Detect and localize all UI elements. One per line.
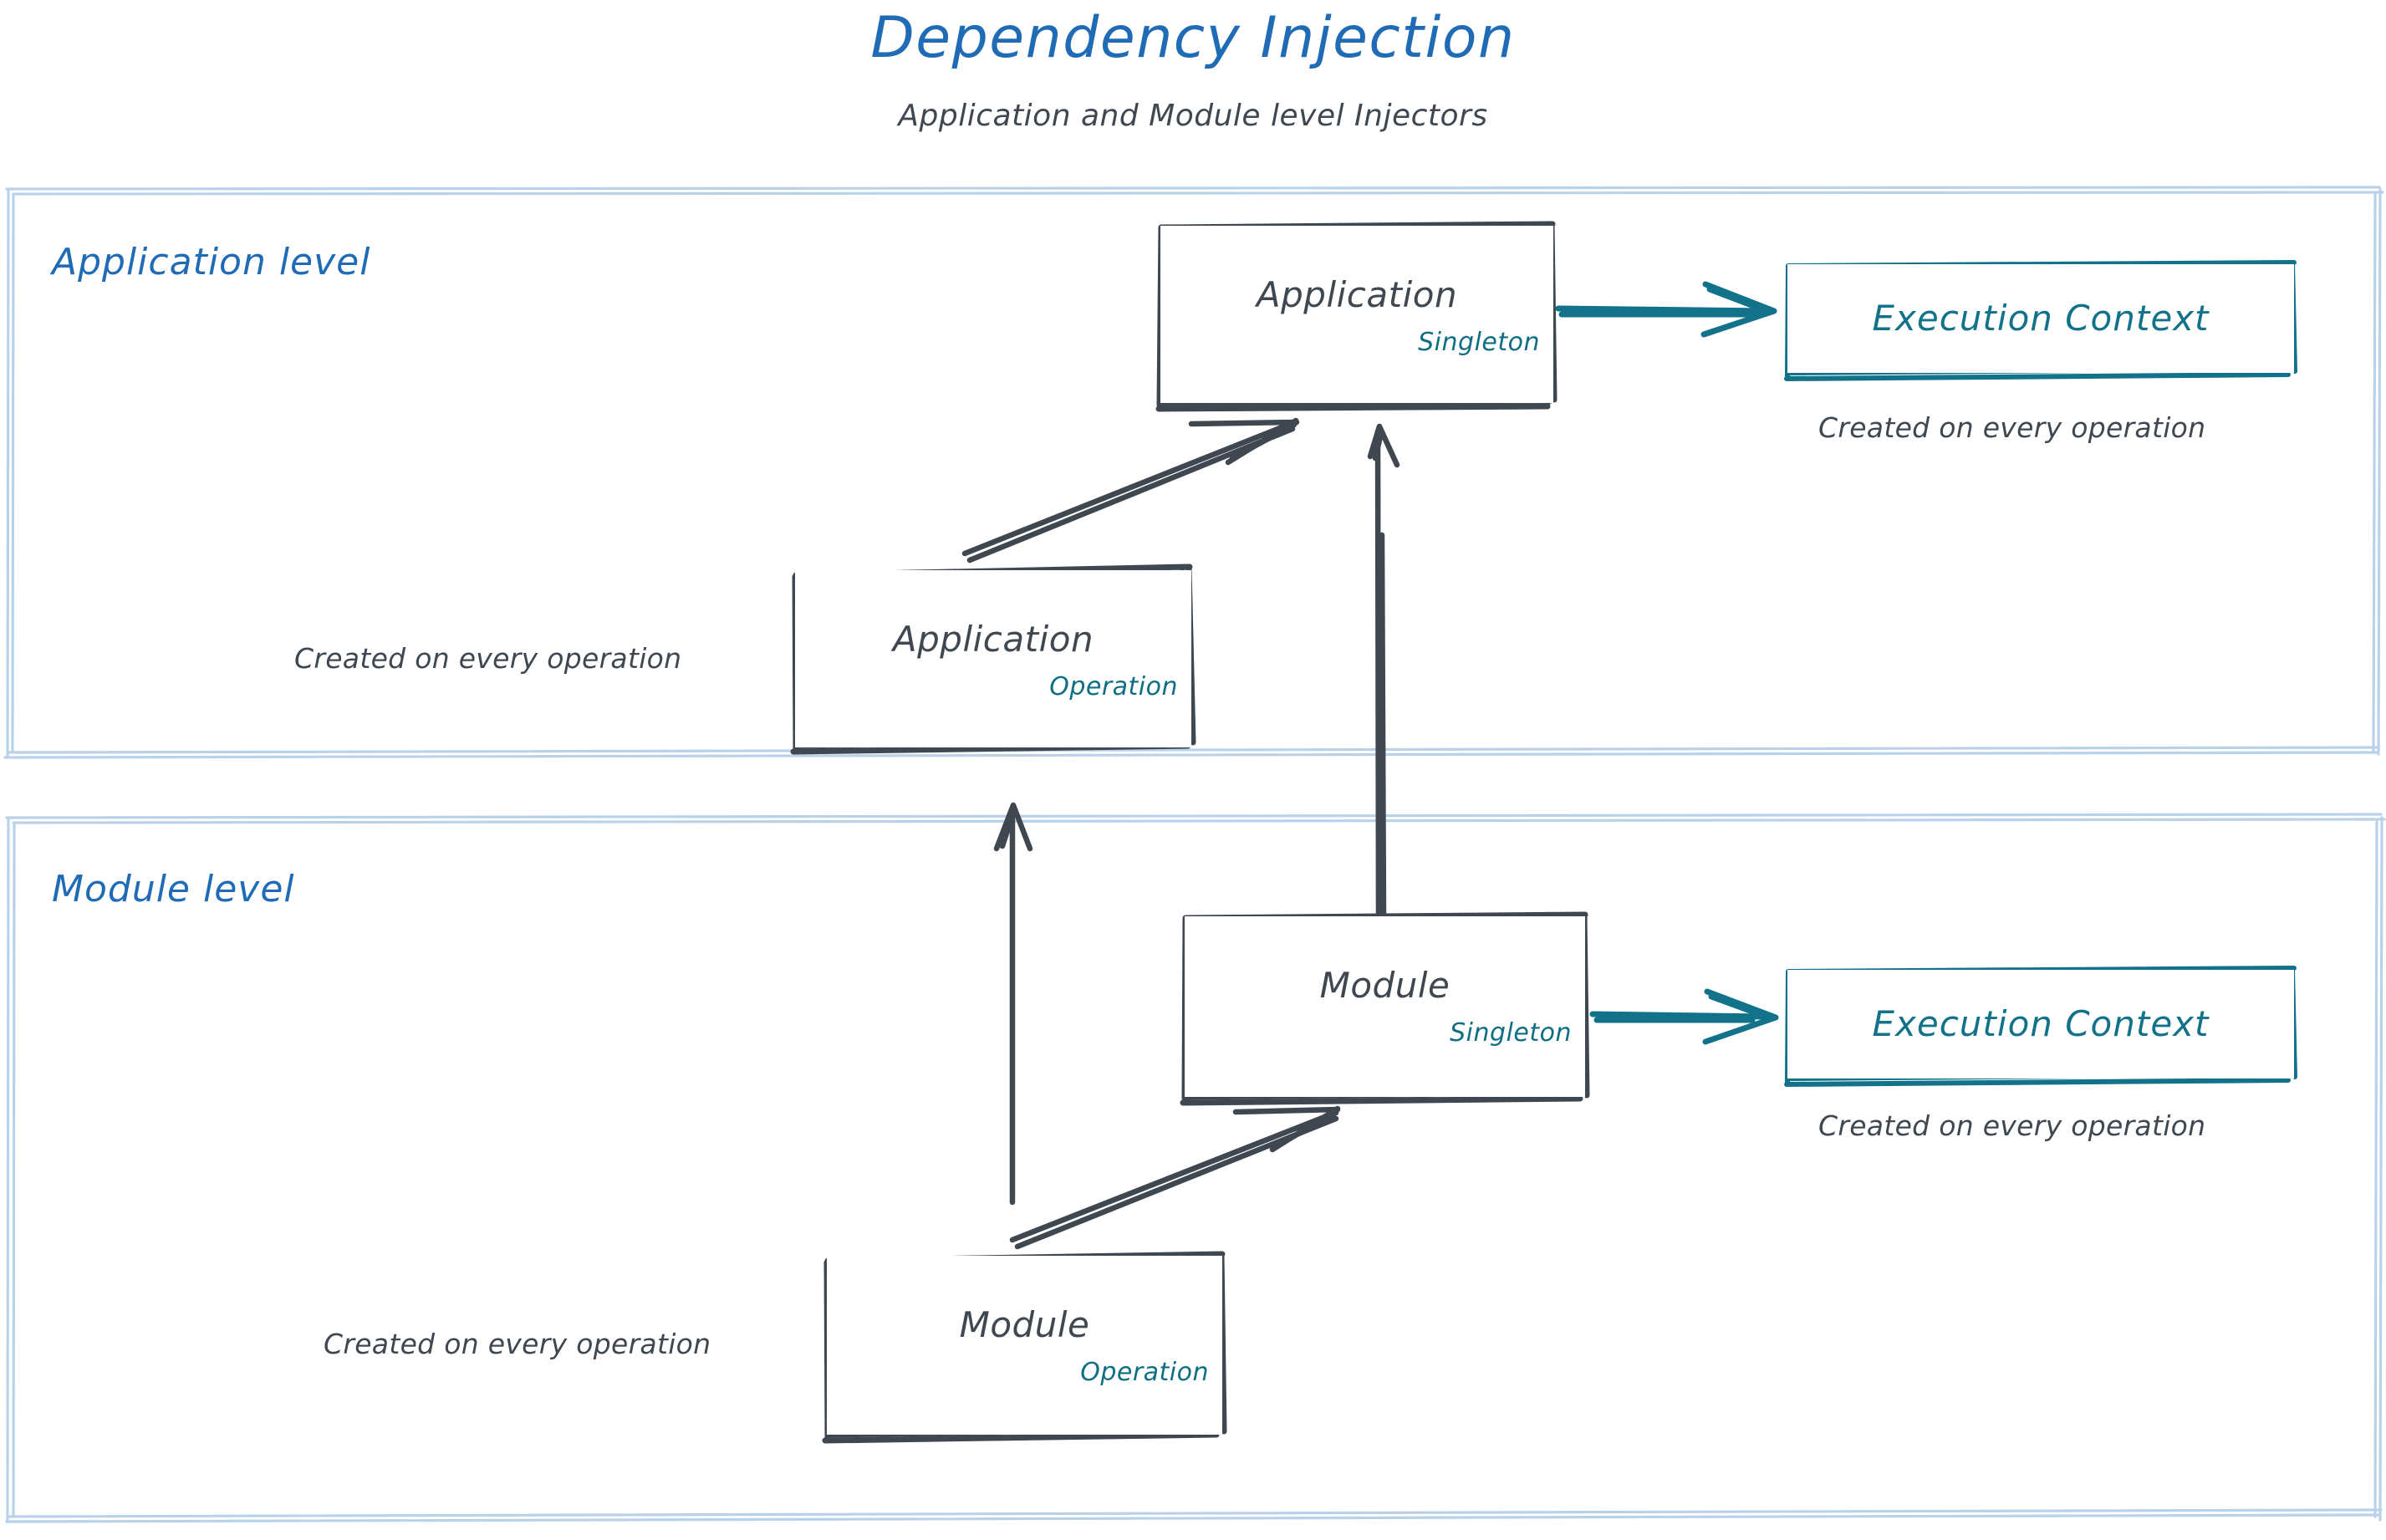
node-execution-context-module[interactable]: Execution Context xyxy=(1787,970,2294,1079)
note-application-operation: Created on every operation xyxy=(294,642,682,675)
note-execution-context-module: Created on every operation xyxy=(1818,1109,2206,1142)
note-module-operation: Created on every operation xyxy=(324,1328,711,1360)
note-execution-context-application: Created on every operation xyxy=(1818,411,2206,444)
arrow-app-singleton-to-execution-context xyxy=(1555,281,1777,338)
node-title-execution-context-application: Execution Context xyxy=(1872,298,2210,339)
lane-label-application-level: Application level xyxy=(52,241,371,283)
arrow-module-operation-to-module-singleton xyxy=(1009,1105,1341,1250)
node-execution-context-application[interactable]: Execution Context xyxy=(1787,264,2294,373)
node-scope-application-operation: Operation xyxy=(1049,672,1178,701)
arrow-module-operation-to-app-operation xyxy=(993,802,1033,1206)
node-title-module-operation: Module xyxy=(959,1304,1090,1345)
node-module-operation[interactable]: Module Operation xyxy=(827,1256,1222,1435)
arrow-module-singleton-to-execution-context xyxy=(1589,988,1779,1045)
page-title: Dependency Injection xyxy=(870,5,1516,71)
node-scope-module-operation: Operation xyxy=(1080,1358,1209,1387)
node-title-application-singleton: Application xyxy=(1256,274,1458,315)
node-module-singleton[interactable]: Module Singleton xyxy=(1185,916,1585,1097)
page-subtitle: Application and Module level Injectors xyxy=(898,99,1488,133)
arrow-module-singleton-to-app-singleton xyxy=(1367,423,1400,928)
node-title-execution-context-module: Execution Context xyxy=(1872,1003,2210,1044)
lane-label-module-level: Module level xyxy=(52,868,295,910)
node-scope-module-singleton: Singleton xyxy=(1450,1018,1572,1048)
node-title-application-operation: Application xyxy=(892,619,1094,660)
node-scope-application-singleton: Singleton xyxy=(1418,328,1540,357)
arrow-app-operation-to-app-singleton xyxy=(961,417,1300,563)
node-title-module-singleton: Module xyxy=(1319,965,1450,1006)
node-application-singleton[interactable]: Application Singleton xyxy=(1160,226,1553,403)
node-application-operation[interactable]: Application Operation xyxy=(795,570,1191,747)
